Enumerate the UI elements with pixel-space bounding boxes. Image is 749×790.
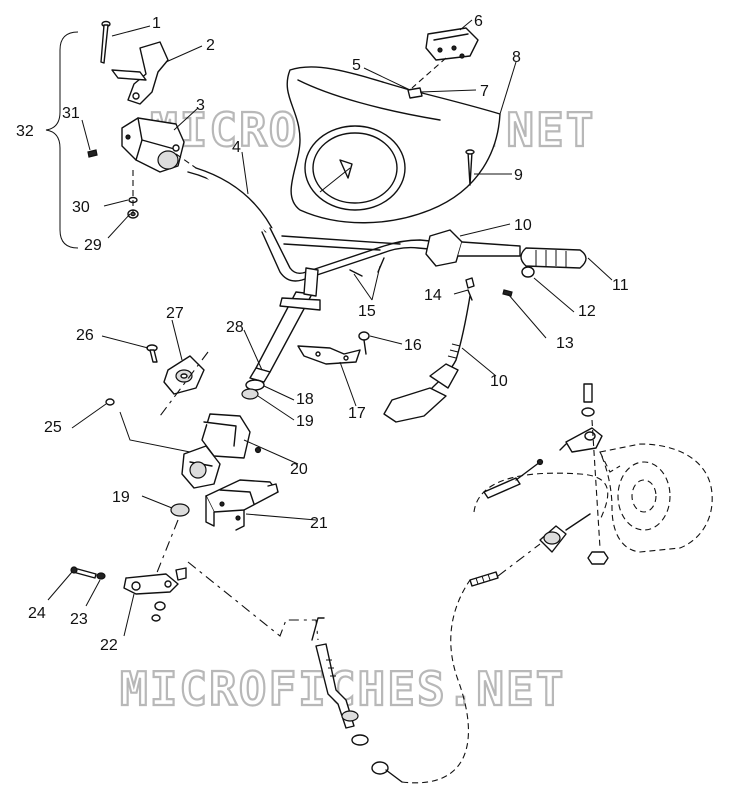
- callout-30: 30: [72, 199, 90, 216]
- axis-rod-end: [591, 419, 601, 549]
- callout-15: 15: [358, 303, 376, 320]
- callout-14: 14: [424, 287, 442, 304]
- callout-28: 28: [226, 319, 244, 336]
- part-7-switch: [407, 87, 423, 99]
- part-31-screw: [87, 149, 98, 158]
- cable-lower-line: [497, 543, 541, 577]
- part-8-steering-wheel: [304, 125, 406, 211]
- cable-boot: [539, 513, 591, 553]
- axis-flange: [159, 351, 209, 417]
- callout-31: 31: [62, 105, 80, 122]
- callout-22: 22: [100, 637, 118, 654]
- part-2-bracket: [111, 41, 169, 105]
- part-10-switch-housing: [425, 229, 521, 267]
- callout-24: 24: [28, 605, 46, 622]
- callout-4: 4: [232, 139, 241, 156]
- callout-10-lower: 10: [490, 373, 508, 390]
- part-19-bushing-bottom: [170, 503, 190, 517]
- rod-end-nut: [587, 551, 609, 565]
- callout-16: 16: [404, 337, 422, 354]
- callout-7: 7: [480, 83, 489, 100]
- callout-29: 29: [84, 237, 102, 254]
- part-6-headlight: [425, 27, 479, 61]
- callout-18: 18: [296, 391, 314, 408]
- callout-10-upper: 10: [514, 217, 532, 234]
- callout-12: 12: [578, 303, 596, 320]
- part-25-nut: [105, 398, 115, 406]
- callout-11: 11: [612, 277, 629, 294]
- cable-adjuster-upper: [483, 458, 544, 499]
- cable-adjuster-lower: [469, 571, 499, 587]
- callout-labels: 1 2 3 4 5 6 7 8 9 10 11 12 13 14 15 16 1…: [16, 13, 629, 654]
- callout-26: 26: [76, 327, 94, 344]
- callout-1: 1: [152, 15, 161, 32]
- callout-25: 25: [44, 419, 62, 436]
- part-10-harness: [383, 295, 471, 423]
- callout-21: 21: [310, 515, 328, 532]
- rod-end: [559, 383, 603, 453]
- part-16-screw: [358, 331, 370, 355]
- callout-20: 20: [290, 461, 308, 478]
- cable-upper-loop: [473, 472, 609, 521]
- part-27-flange: [163, 355, 205, 395]
- part-20-steering-block: [181, 413, 262, 489]
- leader-25-link: [119, 411, 191, 453]
- part-28-post-tube: [249, 367, 271, 383]
- axis-headlight: [411, 57, 447, 89]
- steering-post: [255, 267, 321, 373]
- tie-rod-line: [187, 561, 319, 641]
- part-17-clamp: [297, 345, 361, 365]
- callout-27: 27: [166, 305, 184, 322]
- part-1-pin: [100, 20, 111, 64]
- callout-23: 23: [70, 611, 88, 628]
- part-24-bolt: [70, 566, 97, 579]
- callout-9: 9: [514, 167, 523, 184]
- callout-6: 6: [474, 13, 483, 30]
- callout-5: 5: [352, 57, 361, 74]
- gearbox-housing: [599, 443, 713, 553]
- part-23-washer: [96, 572, 106, 580]
- callout-19-upper: 19: [296, 413, 314, 430]
- callout-19-lower: 19: [112, 489, 130, 506]
- leader-lines: [47, 19, 613, 637]
- callout-13: 13: [556, 335, 574, 352]
- part-14-clip: [465, 277, 475, 301]
- part-9-screw: [465, 149, 475, 186]
- callout-3: 3: [196, 97, 205, 114]
- part-22-hardware: [151, 601, 166, 622]
- part-19-bushing-top: [241, 388, 259, 400]
- part-13-screw: [502, 289, 513, 297]
- tie-rod-lower: [311, 617, 403, 783]
- part-12-plug: [521, 266, 535, 278]
- cable-loop: [401, 579, 471, 784]
- callout-2: 2: [206, 37, 215, 54]
- callout-17: 17: [348, 405, 366, 422]
- part-3-throttle-housing: [121, 117, 185, 173]
- handlebar: [261, 227, 441, 282]
- part-26-bolt: [146, 344, 158, 363]
- part-11-grip: [520, 247, 587, 269]
- part-22-pitman-arm: [123, 567, 187, 595]
- group-bracket-32: [45, 31, 79, 249]
- callout-32: 32: [16, 123, 34, 140]
- part-21-mount-bracket: [205, 479, 279, 531]
- callout-8: 8: [512, 49, 521, 66]
